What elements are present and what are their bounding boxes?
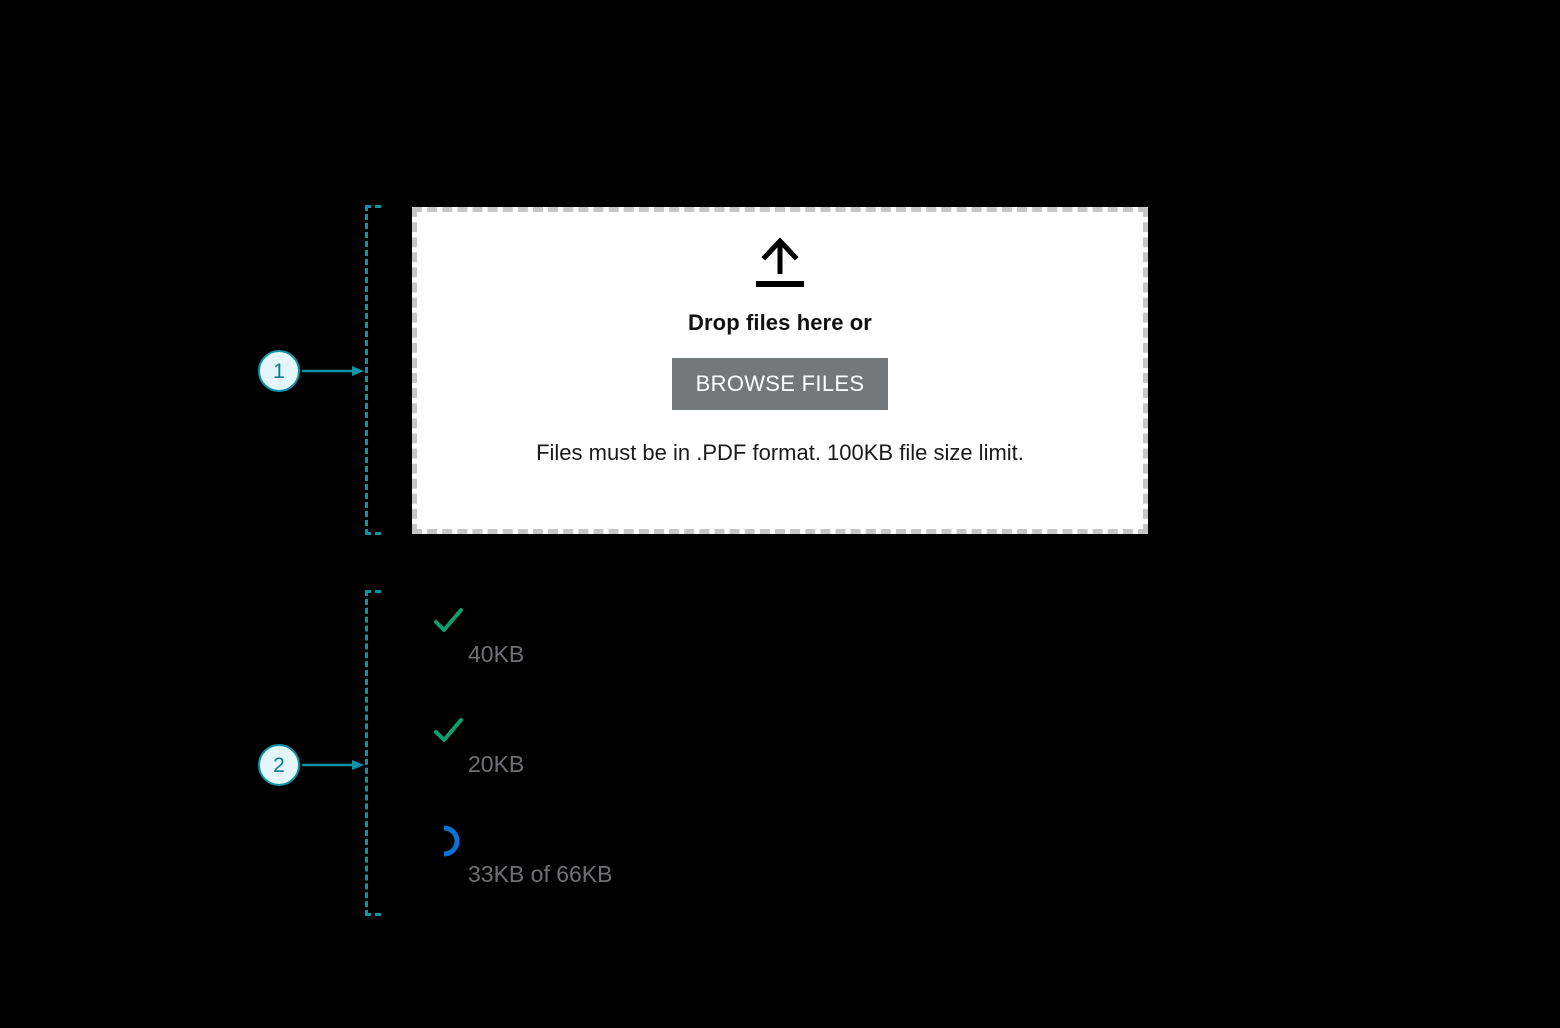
annotation-bracket-2	[365, 590, 381, 916]
file-size: 20KB	[468, 751, 525, 777]
green-check-icon	[434, 718, 463, 742]
list-item[interactable]: 20KB	[412, 705, 1148, 815]
dropzone-hint-text: Files must be in .PDF format. 100KB file…	[536, 440, 1024, 465]
file-size: 40KB	[468, 641, 525, 667]
file-progress-size: 33KB of 66KB	[468, 861, 613, 887]
browse-files-button[interactable]: BROWSE FILES	[671, 358, 889, 410]
list-item[interactable]: 33KB of 66KB	[412, 815, 1148, 925]
annotation-marker-1-label: 1	[273, 359, 285, 383]
annotation-marker-2: 2	[258, 744, 300, 786]
annotation-arrow-1-icon	[302, 366, 364, 376]
list-item[interactable]: 40KB	[412, 595, 1148, 705]
upload-arrow-icon	[756, 237, 804, 287]
green-check-icon	[434, 608, 463, 632]
annotation-bracket-1	[365, 205, 381, 535]
uploaded-file-list: 40KB 20KB 33KB of 66KB	[412, 595, 1148, 925]
annotation-marker-1: 1	[258, 350, 300, 392]
annotation-marker-2-label: 2	[273, 753, 285, 777]
dropzone-title: Drop files here or	[688, 310, 872, 335]
annotation-arrow-2-icon	[302, 760, 364, 770]
blue-spinner-icon	[443, 825, 460, 857]
file-upload-dropzone[interactable]: Drop files here or BROWSE FILES Files mu…	[412, 207, 1148, 534]
